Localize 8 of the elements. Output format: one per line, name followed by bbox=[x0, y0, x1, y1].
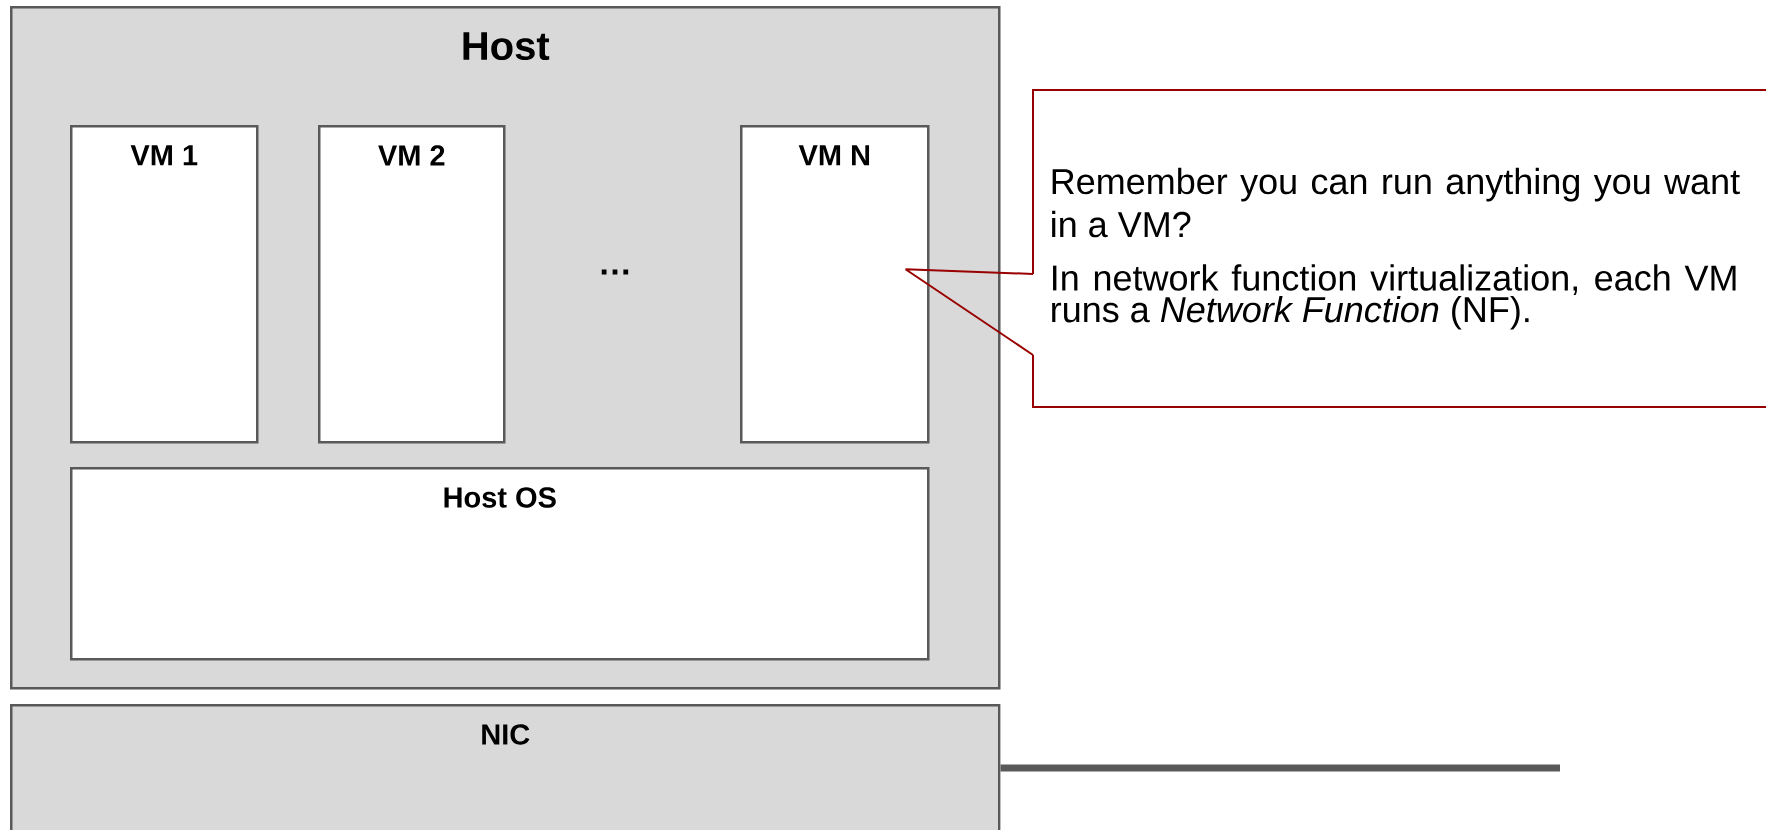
box: VM N bbox=[740, 125, 930, 444]
box: Host OS bbox=[70, 467, 930, 661]
callout-box: Remember you can run anything you want in a VM? In network function virtualization, each VM runs a Network Function (NF). bbox=[1032, 89, 1766, 408]
ellipsis: … bbox=[601, 269, 629, 275]
box: NIC bbox=[10, 704, 1001, 830]
callout-pointer bbox=[904, 268, 1034, 356]
box: VM 1 bbox=[70, 125, 259, 444]
box: VM 2 bbox=[318, 125, 506, 444]
